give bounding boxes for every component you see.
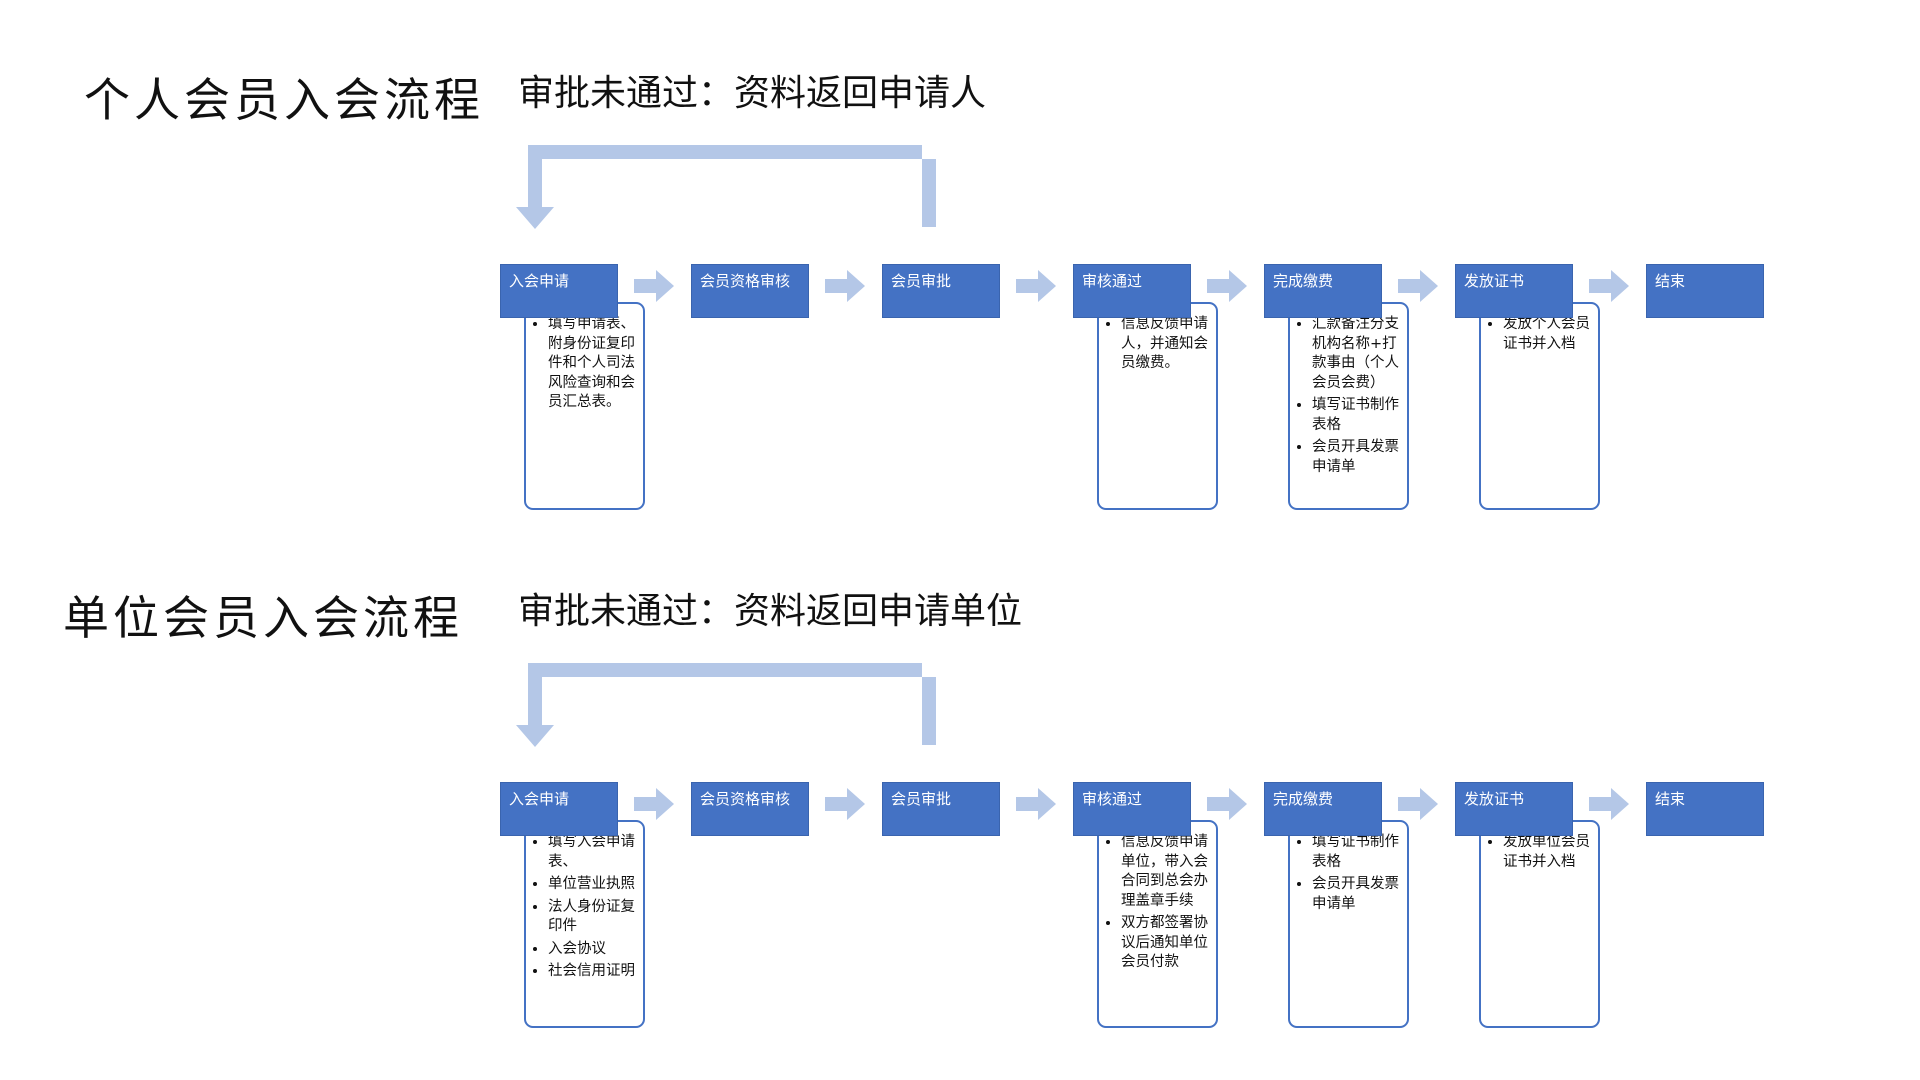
return-loop-arrow	[516, 663, 936, 747]
detail-item: 单位营业执照	[548, 875, 637, 895]
step-detail-card: 发放个人会员证书并入档	[1479, 302, 1600, 510]
detail-list: 填写申请表、附身份证复印件和个人司法风险查询和会员汇总表。	[536, 315, 637, 413]
step-detail-card: 填写证书制作表格会员开具发票申请单	[1288, 820, 1409, 1028]
flow-arrow-icon	[825, 270, 865, 302]
flow-arrow-icon	[1016, 270, 1056, 302]
detail-list: 发放个人会员证书并入档	[1491, 315, 1592, 354]
step-box: 完成缴费	[1264, 782, 1382, 836]
detail-item: 法人身份证复印件	[548, 898, 637, 937]
flow-arrow-icon	[1589, 270, 1629, 302]
step-box: 审核通过	[1073, 782, 1191, 836]
step-detail-card: 信息反馈申请单位，带入会合同到总会办理盖章手续双方都签署协议后通知单位会员付款	[1097, 820, 1218, 1028]
flow-arrow-icon	[634, 788, 674, 820]
flow-arrow-icon	[1207, 788, 1247, 820]
return-loop-arrow	[516, 145, 936, 229]
detail-list: 信息反馈申请单位，带入会合同到总会办理盖章手续双方都签署协议后通知单位会员付款	[1109, 833, 1210, 973]
flow-arrow-icon	[1016, 788, 1056, 820]
section-title: 单位会员入会流程	[63, 591, 463, 645]
detail-list: 发放单位会员证书并入档	[1491, 833, 1592, 872]
flow-arrow-icon	[825, 788, 865, 820]
detail-item: 双方都签署协议后通知单位会员付款	[1121, 914, 1210, 973]
step-box: 审核通过	[1073, 264, 1191, 318]
step-detail-card: 发放单位会员证书并入档	[1479, 820, 1600, 1028]
detail-item: 填写证书制作表格	[1312, 396, 1401, 435]
rejection-note: 审批未通过：资料返回申请单位	[518, 591, 1023, 632]
detail-list: 填写证书制作表格会员开具发票申请单	[1300, 833, 1401, 914]
step-box: 发放证书	[1455, 264, 1573, 318]
step-box: 发放证书	[1455, 782, 1573, 836]
detail-item: 汇款备注分支机构名称+打款事由（个人会员会费）	[1312, 315, 1401, 393]
step-detail-card: 填写申请表、附身份证复印件和个人司法风险查询和会员汇总表。	[524, 302, 645, 510]
step-box: 入会申请	[500, 782, 618, 836]
flow-arrow-icon	[1398, 788, 1438, 820]
step-box: 会员审批	[882, 782, 1000, 836]
detail-item: 填写证书制作表格	[1312, 833, 1401, 872]
detail-item: 填写申请表、附身份证复印件和个人司法风险查询和会员汇总表。	[548, 315, 637, 413]
step-box: 完成缴费	[1264, 264, 1382, 318]
step-detail-card: 信息反馈申请人，并通知会员缴费。	[1097, 302, 1218, 510]
detail-list: 填写入会申请表、单位营业执照法人身份证复印件入会协议社会信用证明	[536, 833, 637, 982]
detail-item: 发放单位会员证书并入档	[1503, 833, 1592, 872]
step-detail-card: 填写入会申请表、单位营业执照法人身份证复印件入会协议社会信用证明	[524, 820, 645, 1028]
step-box: 入会申请	[500, 264, 618, 318]
flow-arrow-icon	[1398, 270, 1438, 302]
step-box: 结束	[1646, 264, 1764, 318]
section-title: 个人会员入会流程	[84, 73, 484, 127]
detail-item: 信息反馈申请人，并通知会员缴费。	[1121, 315, 1210, 374]
detail-list: 信息反馈申请人，并通知会员缴费。	[1109, 315, 1210, 374]
step-box: 会员审批	[882, 264, 1000, 318]
flow-arrow-icon	[1589, 788, 1629, 820]
detail-item: 信息反馈申请单位，带入会合同到总会办理盖章手续	[1121, 833, 1210, 911]
step-box: 会员资格审核	[691, 782, 809, 836]
flow-arrow-icon	[1207, 270, 1247, 302]
flow-arrow-icon	[634, 270, 674, 302]
detail-item: 会员开具发票申请单	[1312, 438, 1401, 477]
detail-item: 入会协议	[548, 940, 637, 960]
step-box: 结束	[1646, 782, 1764, 836]
detail-item: 社会信用证明	[548, 962, 637, 982]
organization-membership-section: 单位会员入会流程 审批未通过：资料返回申请单位 填写入会申请表、单位营业执照法人…	[0, 518, 1920, 1038]
detail-item: 发放个人会员证书并入档	[1503, 315, 1592, 354]
detail-item: 填写入会申请表、	[548, 833, 637, 872]
detail-item: 会员开具发票申请单	[1312, 875, 1401, 914]
step-detail-card: 汇款备注分支机构名称+打款事由（个人会员会费）填写证书制作表格会员开具发票申请单	[1288, 302, 1409, 510]
detail-list: 汇款备注分支机构名称+打款事由（个人会员会费）填写证书制作表格会员开具发票申请单	[1300, 315, 1401, 477]
step-box: 会员资格审核	[691, 264, 809, 318]
individual-membership-section: 个人会员入会流程 审批未通过：资料返回申请人 填写申请表、附身份证复印件和个人司…	[0, 0, 1920, 520]
rejection-note: 审批未通过：资料返回申请人	[518, 73, 987, 114]
